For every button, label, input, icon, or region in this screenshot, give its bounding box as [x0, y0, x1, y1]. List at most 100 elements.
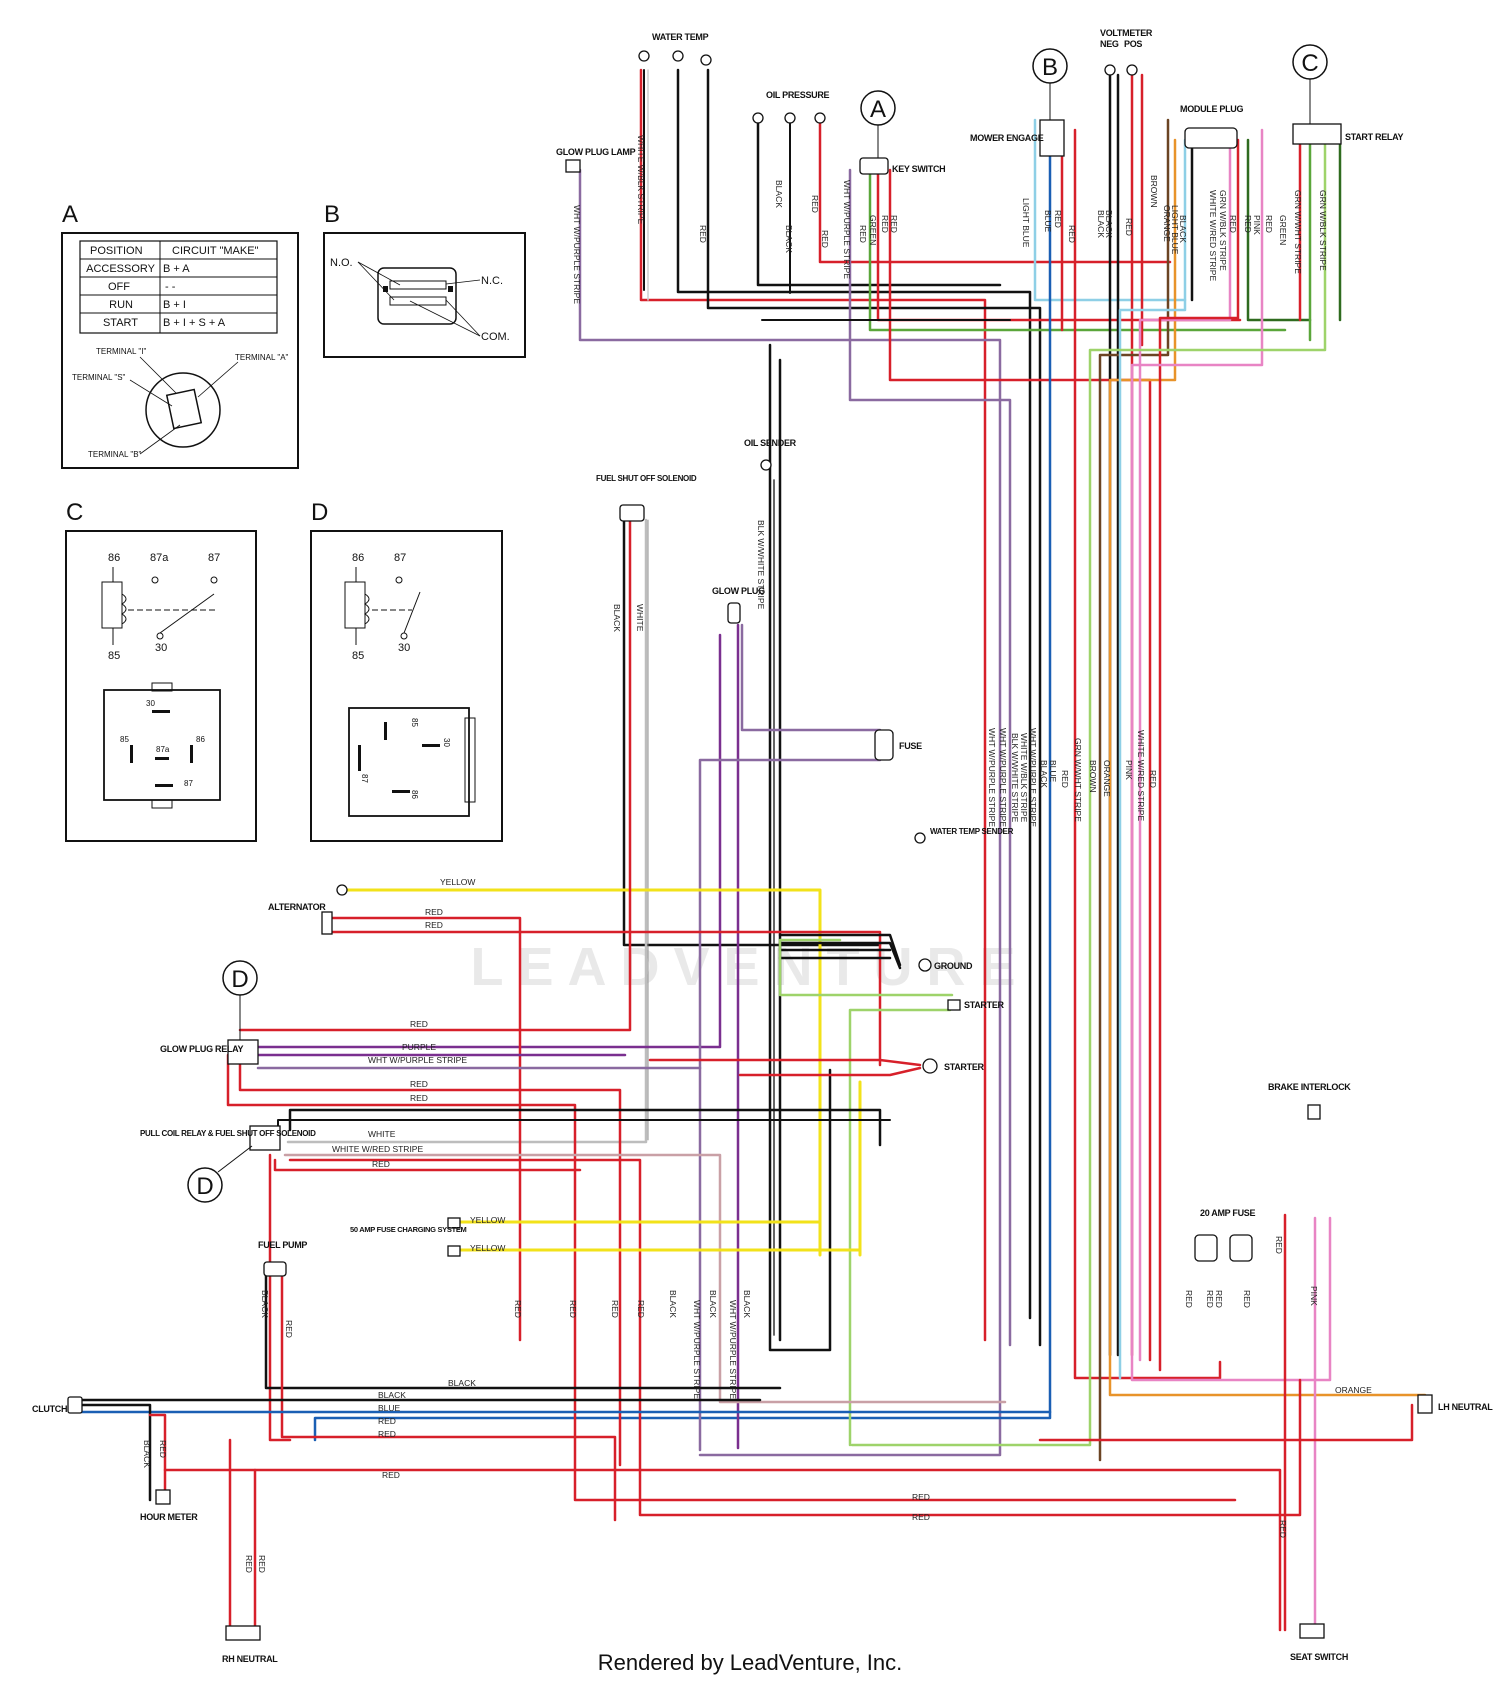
- wire-red: [818, 118, 1172, 264]
- wire-label: BLACK: [1039, 760, 1049, 788]
- wire-label: RED: [1060, 770, 1070, 788]
- wire-label: BLACK: [708, 1290, 718, 1318]
- glow-plug-lamp-label: GLOW PLUG LAMP: [556, 147, 636, 157]
- wire-black: [676, 68, 1032, 1320]
- wire-label: RED: [158, 1440, 168, 1458]
- relay-d-85: 85: [352, 650, 364, 662]
- wire-label: BLACK: [784, 225, 794, 253]
- fuse-50a-label: 50 AMP FUSE CHARGING SYSTEM: [350, 1225, 467, 1234]
- wire-label: BLACK: [774, 180, 784, 208]
- wire-black: [778, 933, 902, 967]
- relay-c-86: 86: [108, 552, 120, 564]
- wire-label: PINK: [1124, 760, 1134, 780]
- wire-red: [639, 68, 987, 1342]
- wire-label: PINK: [1309, 1286, 1319, 1306]
- starter-terminal: [922, 1058, 938, 1074]
- wire-label: RED: [636, 1300, 646, 1318]
- wire-label: RED: [610, 1300, 620, 1318]
- relay-c-87a: 87a: [150, 552, 169, 564]
- alternator-label: ALTERNATOR: [268, 902, 326, 912]
- terminal-s-label: TERMINAL "S": [72, 373, 126, 382]
- pin-87: 87: [184, 779, 193, 788]
- wire-label: WHT W/PURPLE STRIPE: [842, 180, 852, 279]
- glow-plug-terminal: [727, 602, 741, 624]
- wire-label: ORANGE: [1335, 1385, 1372, 1395]
- ground-label: GROUND: [934, 961, 973, 971]
- clutch-label: CLUTCH: [32, 1404, 67, 1414]
- wire-red: [148, 1413, 167, 1502]
- start-relay-label: START RELAY: [1345, 132, 1404, 142]
- wire-grn-wht: [778, 938, 954, 997]
- wire-label: RED: [1242, 1290, 1252, 1308]
- fuse-50a-holder: [447, 1245, 461, 1257]
- wire-label: BLK W/WHITE STRIPE: [756, 520, 766, 610]
- wire-label: YELLOW: [440, 877, 475, 887]
- wire-red: [226, 1053, 1237, 1502]
- components: [67, 50, 1433, 1641]
- pin-85: 85: [120, 735, 129, 744]
- wire-orange: [1108, 138, 1427, 1397]
- oil-sender-label: OIL SENDER: [744, 438, 797, 448]
- fuel-solenoid-connector: [619, 504, 645, 522]
- row-circuit: B + I + S + A: [163, 317, 226, 329]
- wire-label: LIGHT BLUE: [1021, 198, 1031, 248]
- wire-red: [238, 518, 632, 1032]
- wire-label: RED: [378, 1429, 396, 1439]
- wire-white: [286, 518, 648, 1144]
- wire-label: BLACK: [1104, 210, 1114, 238]
- wire-label: RED: [244, 1555, 254, 1573]
- mower-engage-connector: [1039, 119, 1065, 157]
- wire-label: WHITE W/RED STRIPE: [332, 1144, 423, 1154]
- wire-label: RED: [382, 1470, 400, 1480]
- water-temp-sender-terminal: [914, 832, 926, 844]
- wire-label: RED: [912, 1512, 930, 1522]
- wire-black: [706, 68, 1042, 1347]
- wire-label: WHT W/PURPLE STRIPE: [1028, 728, 1038, 827]
- com-label: COM.: [481, 331, 510, 343]
- wire-red: [738, 1066, 922, 1077]
- wire-red: [1038, 1403, 1414, 1442]
- inset-c: C 86 87a 87 85 30 30 85 87a 86 87: [65, 499, 257, 842]
- wire-label: RED: [372, 1159, 390, 1169]
- inset-b-title: B: [324, 201, 340, 228]
- wire-label: RED: [858, 225, 868, 243]
- alternator-connector: [321, 911, 333, 935]
- wire-label: BLUE: [1043, 210, 1053, 233]
- row-position: RUN: [109, 299, 133, 311]
- wire-label: RED: [1124, 218, 1134, 236]
- wire-label: BLACK: [742, 1290, 752, 1318]
- wire-red: [328, 930, 882, 1067]
- glow-plug-relay-body: [227, 1039, 259, 1065]
- row-position: OFF: [108, 281, 130, 293]
- wire-label: GREEN: [868, 215, 878, 245]
- wire-black: [288, 1108, 882, 1147]
- callout-a: A: [870, 96, 886, 123]
- wire-purple: [253, 633, 722, 1049]
- wire-label: RED: [257, 1555, 267, 1573]
- fuel-pump-connector: [263, 1261, 287, 1277]
- oil-pressure-label: OIL PRESSURE: [766, 90, 830, 100]
- wire-red: [1073, 128, 1222, 1380]
- wire-black: [756, 118, 1002, 287]
- oil-sender-terminal: [760, 459, 772, 471]
- key-switch-connector: [859, 157, 889, 175]
- wire-pink: [1130, 128, 1332, 1382]
- terminal-ring: [700, 54, 712, 66]
- wire-red: [268, 1153, 292, 1442]
- lh-neutral-label: LH NEUTRAL: [1438, 1402, 1493, 1412]
- wire-label: WHT W/PURPLE STRIPE: [572, 205, 582, 304]
- wire-label: GRN W/BLK STRIPE: [1318, 190, 1328, 271]
- wire-red: [288, 1158, 1302, 1517]
- wire-label: RED: [284, 1320, 294, 1338]
- brake-interlock-label: BRAKE INTERLOCK: [1268, 1082, 1351, 1092]
- wire-label: RED: [912, 1492, 930, 1502]
- rh-neutral-connector: [225, 1625, 261, 1641]
- fuse-body: [874, 729, 894, 761]
- fuse-50a-holder: [447, 1217, 461, 1229]
- component-labels: WATER TEMP OIL PRESSURE GLOW PLUG LAMP K…: [32, 28, 1494, 1664]
- wire-black: [622, 518, 882, 947]
- relay-c-85: 85: [108, 650, 120, 662]
- wire-label: WHT W/PURPLE STRIPE: [368, 1055, 467, 1065]
- ground-terminal: [918, 958, 932, 972]
